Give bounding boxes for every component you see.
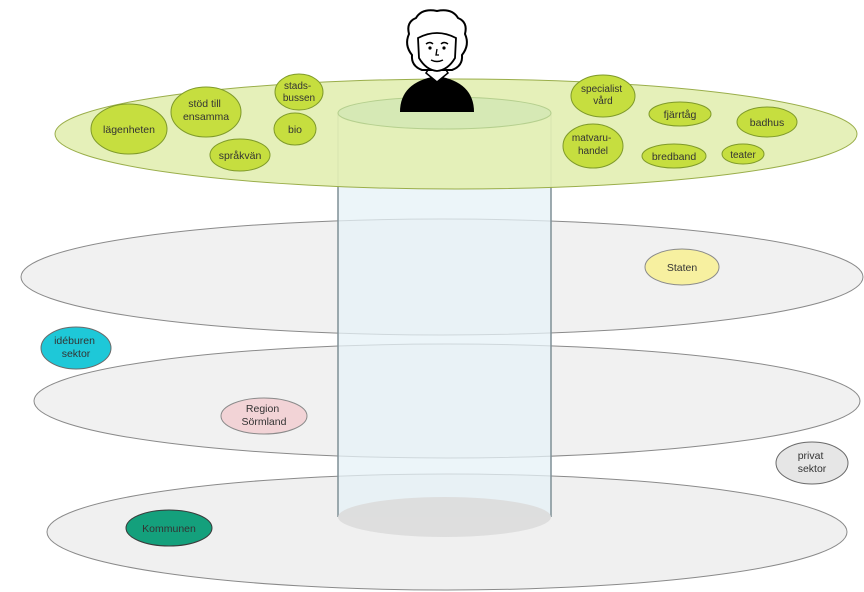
service-badhus: badhus <box>736 106 798 138</box>
svg-text:fjärrtåg: fjärrtåg <box>664 109 697 121</box>
service-teater: teater <box>721 143 765 165</box>
actor-region-sormland: Region Sörmland <box>220 397 308 435</box>
actor-privat-sektor: privat sektor <box>775 441 849 485</box>
svg-text:badhus: badhus <box>750 117 784 129</box>
actor-staten: Staten <box>644 248 720 286</box>
svg-text:stöd till ensamma: stöd till ensamma <box>183 98 229 123</box>
service-lagenheten: lägenheten <box>90 103 168 155</box>
svg-text:bio: bio <box>288 124 302 136</box>
svg-text:idéburen sektor: idéburen sektor <box>54 335 98 360</box>
svg-text:bredband: bredband <box>652 151 697 163</box>
elderly-person-icon <box>400 9 474 112</box>
actor-ideburen-sektor: idéburen sektor <box>40 326 112 370</box>
service-stod-till-ensamma: stöd till ensamma <box>170 86 242 138</box>
actor-kommunen: Kommunen <box>125 509 213 547</box>
svg-text:Staten: Staten <box>667 262 698 274</box>
service-specialistvard: specialist vård <box>570 74 636 118</box>
svg-text:privat sektor: privat sektor <box>798 450 827 475</box>
svg-text:teater: teater <box>730 150 756 161</box>
svg-text:språkvän: språkvän <box>219 150 262 162</box>
svg-text:matvaru- handel: matvaru- handel <box>572 133 614 157</box>
svg-text:Kommunen: Kommunen <box>142 523 196 535</box>
service-matvaruhandel: matvaru- handel <box>562 123 624 169</box>
service-stadsbussen: stads- bussen <box>274 73 324 111</box>
svg-text:specialist vård: specialist vård <box>581 84 625 107</box>
service-sprakvan: språkvän <box>209 138 271 172</box>
service-fjarrtag: fjärrtåg <box>648 101 712 127</box>
service-bredband: bredband <box>641 143 707 169</box>
service-bio: bio <box>273 112 317 146</box>
svg-text:Region Sörmland: Region Sörmland <box>242 403 287 428</box>
svg-text:lägenheten: lägenheten <box>103 124 155 136</box>
svg-text:stads- bussen: stads- bussen <box>283 81 315 104</box>
